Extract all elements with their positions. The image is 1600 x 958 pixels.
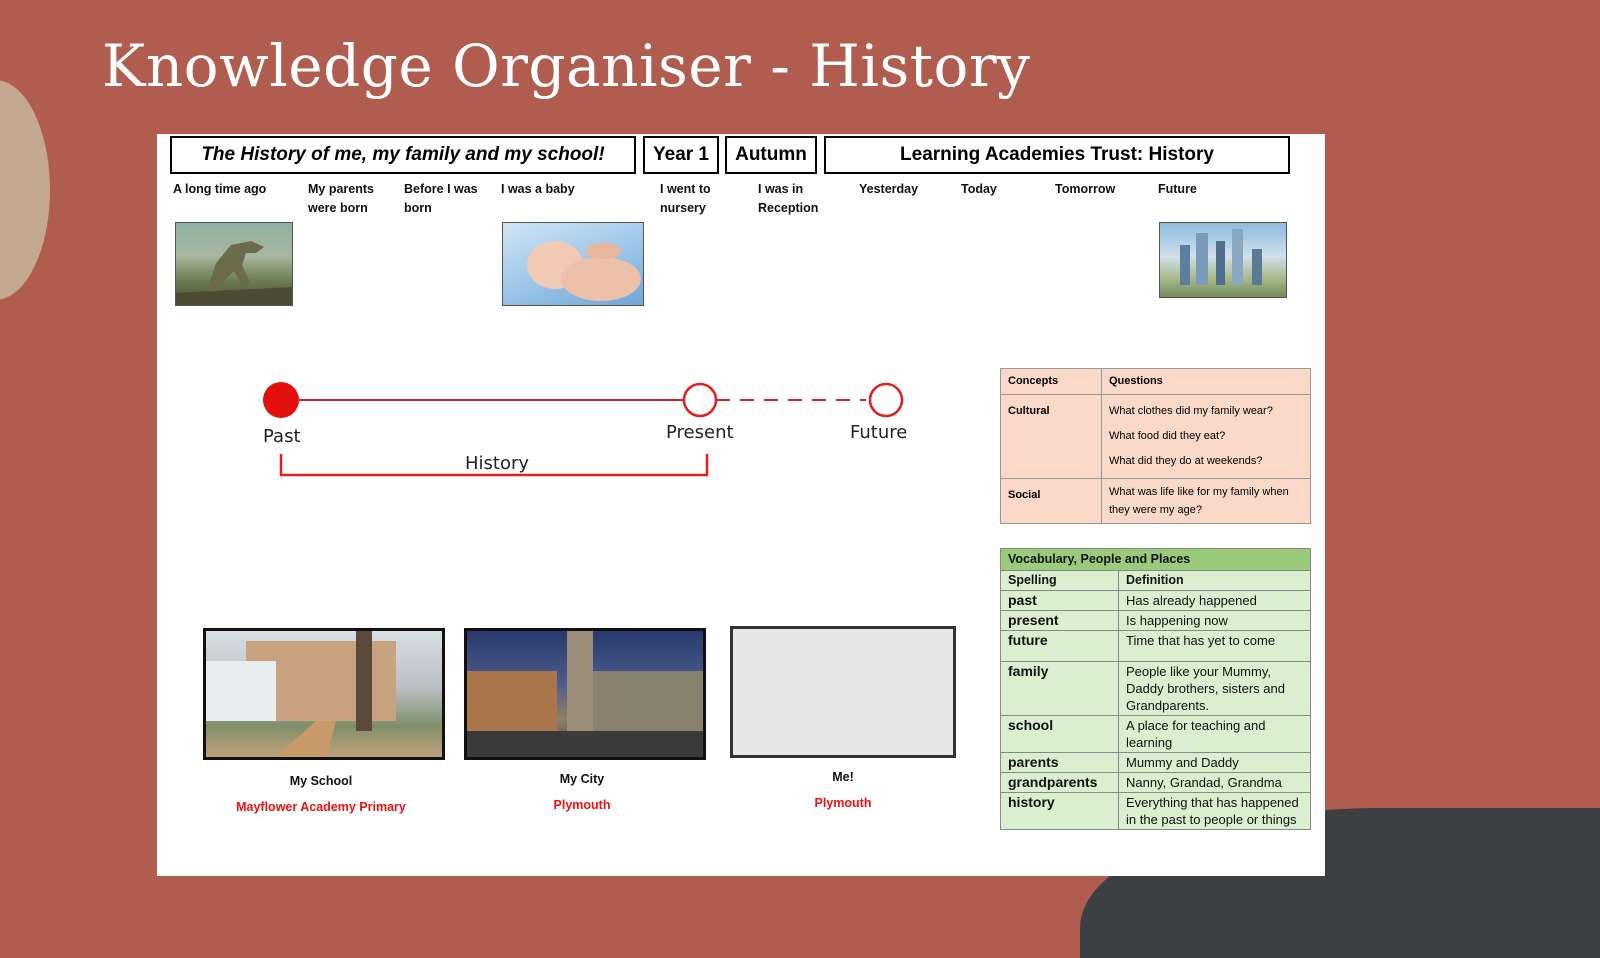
timeline-label: Future [1158,182,1197,196]
timeline-label: I was in Reception [758,182,819,215]
timeline-label: I went to nursery [660,182,711,215]
timeline-label: Today [961,182,997,196]
baby-image [502,222,644,306]
timeline-label: Tomorrow [1055,182,1116,196]
timeline-label: I was a baby [501,182,575,196]
vocab-definition: Everything that has happened in the past… [1118,792,1311,830]
me-place: Plymouth [814,796,872,810]
social-row: Social What was life like for my family … [1000,478,1311,524]
vocab-definition: Has already happened [1118,590,1311,611]
decorative-blob [0,80,50,300]
cultural-concept: Cultural [1000,394,1102,479]
social-concept: Social [1000,478,1102,524]
vocabulary-table: Vocabulary, People and Places Spelling D… [1000,548,1311,830]
history-timeline: Past Present Future History [263,382,907,477]
vocab-row: past Has already happened [1000,590,1311,611]
vocab-definition: People like your Mummy, Daddy brothers, … [1118,661,1311,716]
concepts-header: Concepts [1000,368,1102,395]
past-label: Past [263,426,301,447]
school-caption: My School [289,774,353,788]
dinosaur-image [175,222,293,306]
vocab-row: present Is happening now [1000,610,1311,631]
me-caption: Me! [832,770,854,784]
trust-header: Learning Academies Trust: History [824,136,1290,174]
timeline-label: Yesterday [859,182,919,196]
knowledge-organiser-sheet: The History of me, my family and my scho… [157,134,1325,876]
vocab-header-row: Spelling Definition [1000,570,1311,591]
vocab-word: family [1000,661,1119,716]
slide-title: Knowledge Organiser - History [102,32,1031,100]
city-caption: My City [559,772,605,786]
vocab-row: future Time that has yet to come [1000,630,1311,662]
definition-header: Definition [1118,570,1311,591]
concepts-table: Concepts Questions Cultural What clothes… [1000,368,1311,524]
vocab-row: school A place for teaching and learning [1000,715,1311,753]
vocab-title: Vocabulary, People and Places [1000,548,1311,571]
question: What food did they eat? [1109,430,1226,442]
topic-header: The History of me, my family and my scho… [170,136,636,174]
past-marker [263,382,299,418]
vocab-word: present [1000,610,1119,631]
term-header: Autumn [725,136,817,174]
future-city-image [1159,222,1287,298]
future-label: Future [850,422,907,443]
vocab-definition: Time that has yet to come [1118,630,1311,662]
cultural-row: Cultural What clothes did my family wear… [1000,394,1311,479]
vocab-word: grandparents [1000,772,1119,793]
social-question: What was life like for my family when th… [1101,478,1311,524]
vocab-word: past [1000,590,1119,611]
vocab-title-row: Vocabulary, People and Places [1000,548,1311,571]
history-bracket [279,454,709,477]
question: What did they do at weekends? [1109,455,1263,467]
timeline-label: A long time ago [173,182,267,196]
me-photo-placeholder [730,626,956,758]
question: What clothes did my family wear? [1109,405,1273,417]
vocab-definition: A place for teaching and learning [1118,715,1311,753]
concepts-header-row: Concepts Questions [1000,368,1311,395]
year-header: Year 1 [643,136,719,174]
timeline-label: Before I was born [404,182,478,215]
vocab-definition: Nanny, Grandad, Grandma [1118,772,1311,793]
vocab-row: parents Mummy and Daddy [1000,752,1311,773]
city-image [464,628,706,760]
history-label: History [465,453,529,474]
vocab-word: parents [1000,752,1119,773]
vocab-word: future [1000,630,1119,662]
timeline-label: My parents were born [308,182,374,215]
school-name: Mayflower Academy Primary [236,800,406,814]
future-marker [868,382,904,418]
present-label: Present [666,422,734,443]
present-marker [682,382,718,418]
questions-header: Questions [1101,368,1311,395]
vocab-row: family People like your Mummy, Daddy bro… [1000,661,1311,716]
vocab-row: history Everything that has happened in … [1000,792,1311,830]
vocab-definition: Is happening now [1118,610,1311,631]
cultural-questions: What clothes did my family wear? What fo… [1101,394,1311,479]
vocab-definition: Mummy and Daddy [1118,752,1311,773]
city-name: Plymouth [553,798,611,812]
school-image [203,628,445,760]
spelling-header: Spelling [1000,570,1119,591]
vocab-word: school [1000,715,1119,753]
vocab-row: grandparents Nanny, Grandad, Grandma [1000,772,1311,793]
vocab-word: history [1000,792,1119,830]
